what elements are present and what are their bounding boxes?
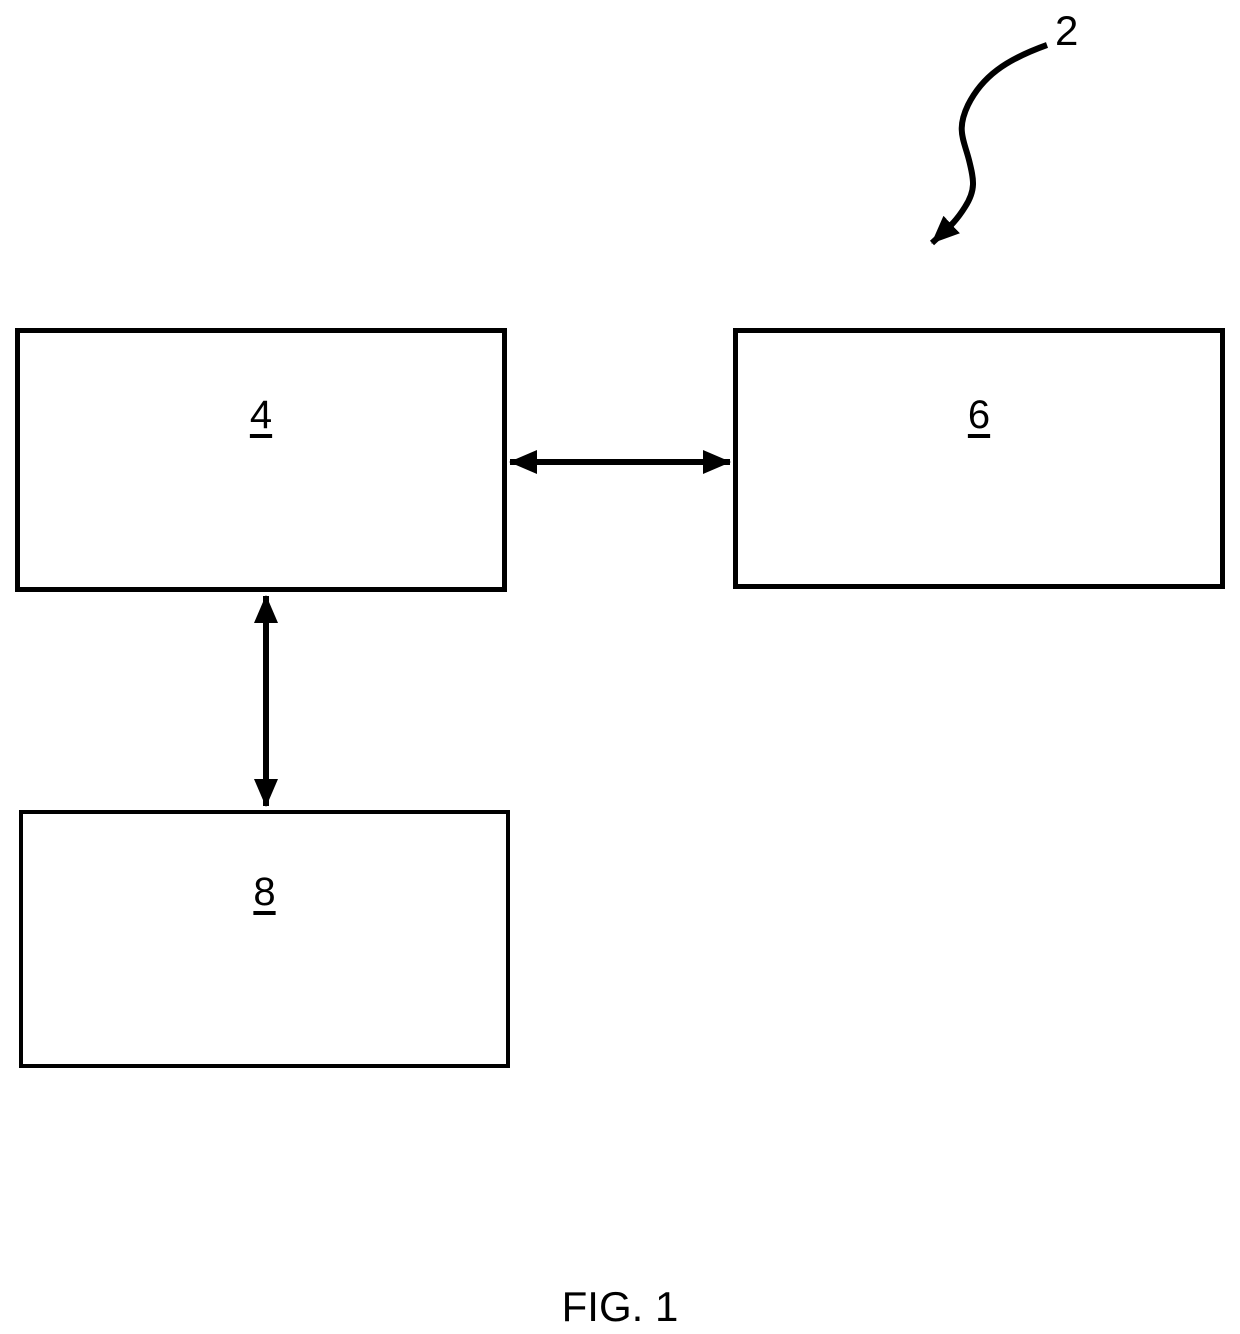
figure-caption: FIG. 1 bbox=[561, 1283, 679, 1330]
box-8-label: 8 bbox=[253, 870, 276, 914]
box-6-label: 6 bbox=[967, 393, 991, 437]
component-box-6: 6 bbox=[733, 328, 1225, 589]
reference-leader-arrow bbox=[929, 42, 1049, 246]
component-box-8: 8 bbox=[19, 810, 510, 1068]
box-4-label: 4 bbox=[249, 393, 273, 437]
reference-numeral-2: 2 bbox=[1055, 7, 1079, 54]
component-box-4: 4 bbox=[15, 328, 507, 592]
